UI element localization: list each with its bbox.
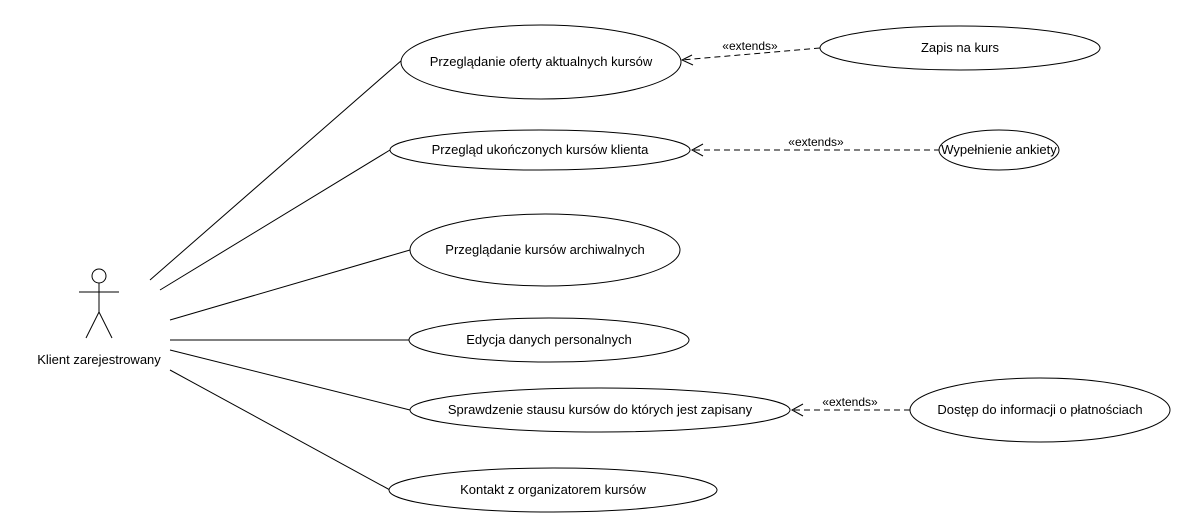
association-browse-current — [149, 59, 403, 281]
extends-label-enroll: «extends» — [722, 39, 778, 53]
use-case-survey-label: Wypełnienie ankiety — [941, 142, 1057, 157]
use-case-check-status[interactable]: Sprawdzenie stausu kursów do których jes… — [409, 387, 791, 433]
use-case-contact[interactable]: Kontakt z organizatorem kursów — [388, 467, 718, 513]
use-case-check-status-shape — [409, 387, 791, 433]
actor-leg-right — [98, 311, 113, 339]
association-archived — [169, 249, 411, 321]
association-contact — [169, 369, 391, 491]
use-case-edit-personal-label: Edycja danych personalnych — [466, 332, 632, 347]
use-case-archived-shape — [409, 213, 681, 287]
actor[interactable]: Klient zarejestrowany — [37, 268, 161, 367]
extends-relations — [680, 47, 940, 417]
use-case-payments-shape — [909, 377, 1171, 443]
use-case-edit-personal[interactable]: Edycja danych personalnych — [408, 317, 690, 363]
use-case-survey[interactable]: Wypełnienie ankiety — [938, 129, 1060, 171]
use-case-check-status-label: Sprawdzenie stausu kursów do których jes… — [448, 402, 753, 417]
use-case-enroll-shape — [819, 25, 1101, 71]
use-case-enroll-label: Zapis na kurs — [921, 40, 1000, 55]
use-case-archived[interactable]: Przeglądanie kursów archiwalnych — [409, 213, 681, 287]
use-case-completed-label: Przegląd ukończonych kursów klienta — [432, 142, 650, 157]
association-completed — [159, 149, 391, 291]
associations — [149, 59, 411, 491]
use-case-enroll[interactable]: Zapis na kurs — [819, 25, 1101, 71]
use-case-archived-label: Przeglądanie kursów archiwalnych — [445, 242, 644, 257]
use-case-survey-shape — [938, 129, 1060, 171]
use-case-completed[interactable]: Przegląd ukończonych kursów klienta — [389, 129, 691, 171]
stick-figure-actor-icon — [79, 268, 119, 339]
use-case-contact-label: Kontakt z organizatorem kursów — [460, 482, 646, 497]
actor-head — [91, 268, 107, 284]
use-case-payments-label: Dostęp do informacji o płatnościach — [937, 402, 1142, 417]
use-case-edit-personal-shape — [408, 317, 690, 363]
extends-label-payments: «extends» — [822, 395, 878, 409]
use-case-payments[interactable]: Dostęp do informacji o płatnościach — [909, 377, 1171, 443]
extends-arrowhead-enroll — [680, 54, 694, 66]
extends-line-enroll — [681, 47, 821, 61]
use-case-contact-shape — [388, 467, 718, 513]
use-case-browse-current-shape — [400, 24, 682, 100]
extends-label-survey: «extends» — [788, 135, 844, 149]
use-case-completed-shape — [389, 129, 691, 171]
extends-arrowhead-payments — [790, 403, 804, 417]
actor-label: Klient zarejestrowany — [37, 352, 161, 367]
use-case-browse-current-label: Przeglądanie oferty aktualnych kursów — [430, 54, 653, 69]
association-check-status — [169, 349, 411, 411]
use-case-browse-current[interactable]: Przeglądanie oferty aktualnych kursów — [400, 24, 682, 100]
actor-leg-left — [85, 311, 100, 339]
extends-arrowhead-survey — [690, 143, 704, 157]
